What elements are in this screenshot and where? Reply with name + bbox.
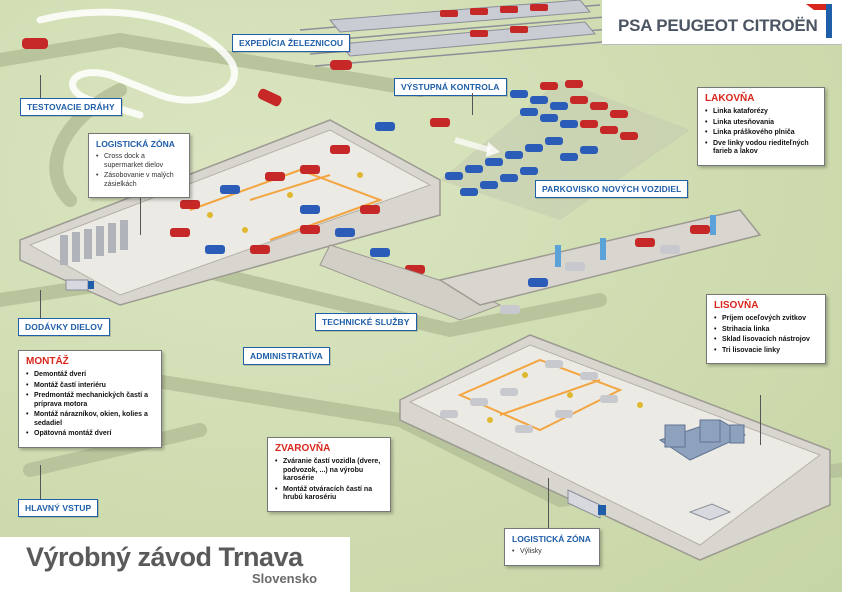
page-title: Výrobný závod Trnava: [26, 542, 303, 572]
lakovna-item: Dve linky vodou riediteľných farieb a la…: [705, 140, 817, 157]
logisticka-top-item: Cross dock a supermarket dielov: [96, 153, 182, 170]
montaz-title: MONTÁŽ: [26, 356, 69, 367]
label-dodavky: DODÁVKY DIELOV: [18, 318, 110, 336]
montaz-item: Montáž nárazníkov, okien, kolies a sedad…: [26, 411, 154, 428]
page-subtitle: Slovensko: [252, 571, 318, 586]
lisovna-box: LISOVŇA Príjem oceľových zvitkov Strihac…: [706, 294, 826, 364]
montaz-item: Opätovná montáž dverí: [26, 430, 154, 439]
lisovna-item: Sklad lisovacích nástrojov: [714, 336, 818, 345]
lakovna-item: Linka kataforézy: [705, 108, 817, 117]
zvarovna-item: Montáž otváracích častí na hrubú karosér…: [275, 486, 383, 503]
pointer-lisovna: [760, 395, 761, 445]
lisovna-item: Príjem oceľových zvitkov: [714, 315, 818, 324]
lakovna-item: Linka utesňovania: [705, 119, 817, 128]
brand-accent-icon: [806, 4, 832, 38]
zvarovna-title: ZVAROVŇA: [275, 443, 331, 454]
label-administrativa: ADMINISTRATÍVA: [243, 347, 330, 365]
title-panel: [0, 537, 350, 592]
pointer-vystupna: [472, 93, 473, 115]
montaz-item: Demontáž dverí: [26, 371, 154, 380]
pointer-hlavny: [40, 465, 41, 499]
pointer-dodavky: [40, 290, 41, 318]
lisovna-item: Tri lisovacie linky: [714, 347, 818, 356]
label-expedicia: EXPEDÍCIA ŽELEZNICOU: [232, 34, 351, 52]
lakovna-title: LAKOVŇA: [705, 93, 755, 104]
logisticka-zona-bottom-box: LOGISTICKÁ ZÓNA Výlisky: [504, 528, 600, 566]
label-hlavny: HLAVNÝ VSTUP: [18, 499, 99, 517]
montaz-item: Predmontáž mechanických častí a príprava…: [26, 392, 154, 409]
zvarovna-item: Zváranie častí vozidla (dvere, podvozok,…: [275, 458, 383, 484]
zvarovna-box: ZVAROVŇA Zváranie častí vozidla (dvere, …: [267, 437, 391, 512]
pointer-logisticka-top: [140, 195, 141, 235]
pointer-testovacie: [40, 75, 41, 98]
lakovna-item: Linka práškového plniča: [705, 129, 817, 138]
lisovna-item: Strihacia linka: [714, 326, 818, 335]
brand-name: PSA PEUGEOT CITROËN: [618, 16, 818, 35]
label-testovacie: TESTOVACIE DRÁHY: [20, 98, 122, 116]
lakovna-box: LAKOVŇA Linka kataforézy Linka utesňovan…: [697, 87, 825, 166]
logisticka-top-title: LOGISTICKÁ ZÓNA: [96, 139, 175, 149]
logisticka-bottom-title: LOGISTICKÁ ZÓNA: [512, 534, 591, 544]
montaz-item: Montáž častí interiéru: [26, 382, 154, 391]
pointer-logisticka-bottom: [548, 478, 549, 528]
logisticka-zona-top-box: LOGISTICKÁ ZÓNA Cross dock a supermarket…: [88, 133, 190, 198]
label-technicke: TECHNICKÉ SLUŽBY: [315, 313, 417, 331]
psa-logo: PSA PEUGEOT CITROËN: [602, 0, 842, 45]
label-vystupna: VÝSTUPNÁ KONTROLA: [394, 78, 507, 96]
lisovna-title: LISOVŇA: [714, 300, 759, 311]
label-parkovisko: PARKOVISKO NOVÝCH VOZIDIEL: [535, 180, 689, 198]
logisticka-top-item: Zásobovanie v malých zásielkách: [96, 172, 182, 189]
montaz-box: MONTÁŽ Demontáž dverí Montáž častí inter…: [18, 350, 162, 448]
logisticka-bottom-item: Výlisky: [512, 548, 592, 557]
